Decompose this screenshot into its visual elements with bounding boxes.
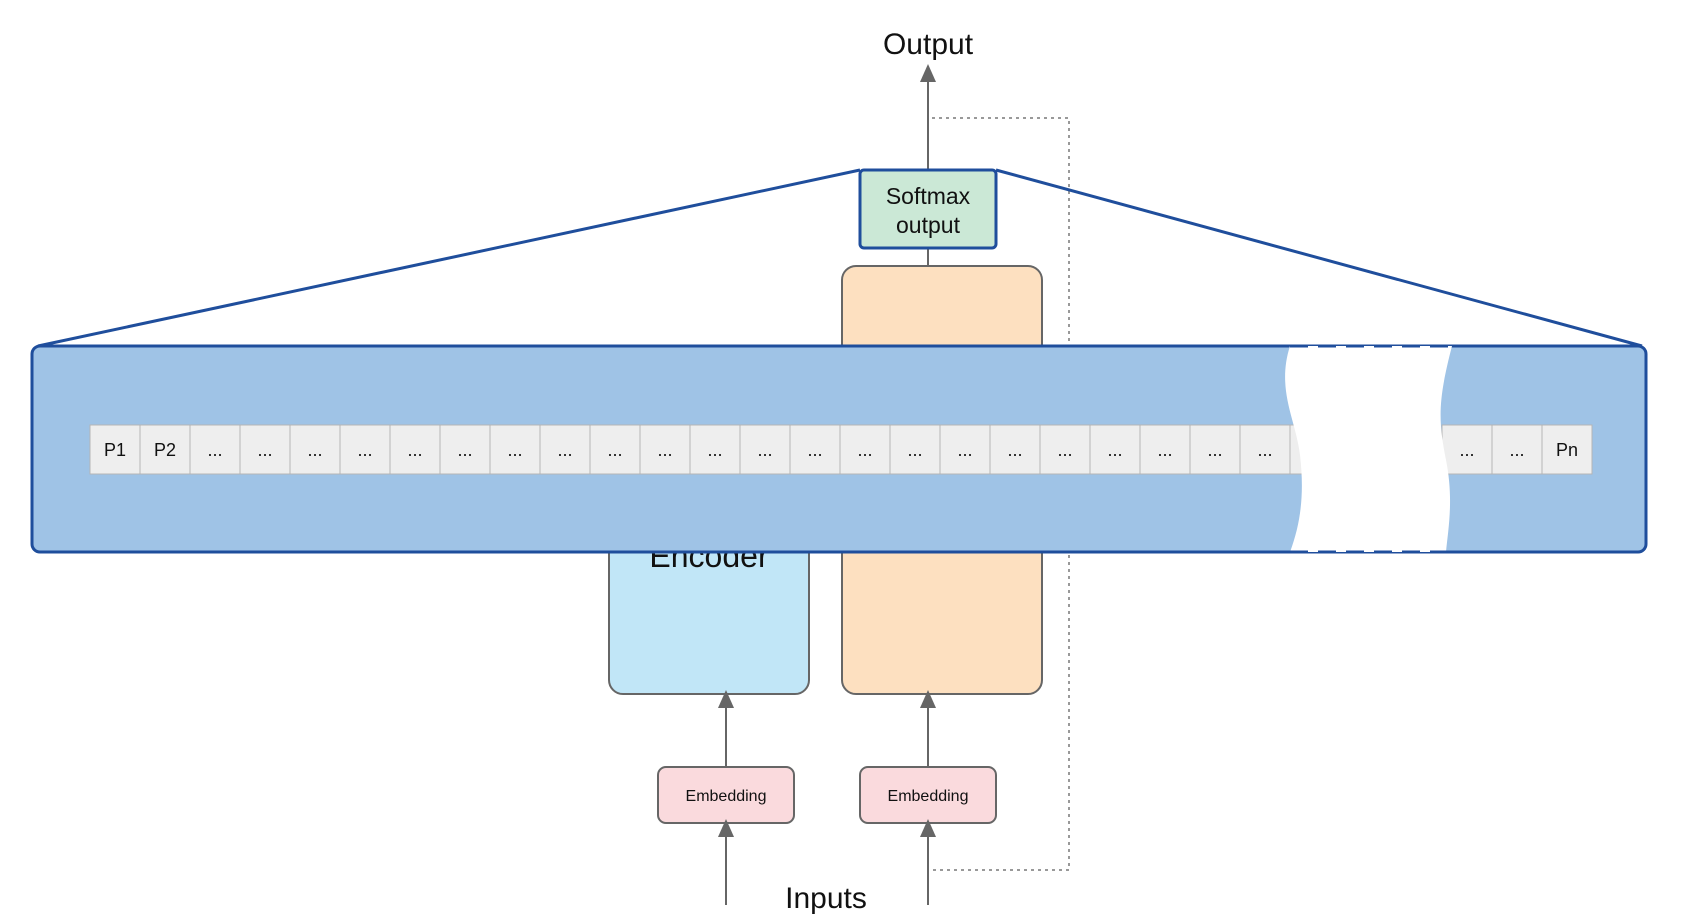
probability-cell [489,424,541,475]
probability-cell-label: ... [907,440,922,460]
softmax-output-box: Softmax output [858,168,998,250]
probability-cell [889,424,941,475]
probability-cell-label: ... [1157,440,1172,460]
probability-cell [1139,424,1191,475]
probability-cell [439,424,491,475]
probability-cell [1239,424,1291,475]
probability-cell [989,424,1041,475]
probability-cell-label: ... [657,440,672,460]
probability-cell [739,424,791,475]
probability-cell-label: P2 [154,440,176,460]
probability-cell-label: ... [1107,440,1122,460]
probability-cell [1541,424,1593,475]
probability-cells: P1 P2....................................… [89,424,1593,475]
softmax-label-line1: Softmax [886,183,971,209]
probability-cell-label: ... [207,440,222,460]
probability-cell-label: ... [1257,440,1272,460]
probability-cell [89,424,141,475]
probability-cell [389,424,441,475]
embedding-left-label: Embedding [686,788,767,805]
probability-cell-label: ... [707,440,722,460]
probability-cell-label: ... [407,440,422,460]
probability-cell-label: ... [957,440,972,460]
probability-cell-label: Pn [1556,440,1578,460]
probability-cell-label: ... [857,440,872,460]
probability-cell [139,424,191,475]
probability-cell-label: ... [607,440,622,460]
embedding-right: Embedding [859,766,997,824]
probability-cell-label: ... [1459,440,1474,460]
probability-cell [289,424,341,475]
softmax-label-line2: output [896,212,961,238]
zoom-line-right [995,168,1643,348]
probability-cell-label: ... [1007,440,1022,460]
probability-cell-label: ... [807,440,822,460]
zoom-line-left [37,168,861,348]
embedding-right-label: Embedding [888,788,969,805]
probability-cell-label: ... [1057,440,1072,460]
probability-cell-label: ... [457,440,472,460]
band-break-gap [1285,346,1452,552]
probability-cell-label: ... [357,440,372,460]
probability-cell-label: ... [507,440,522,460]
probability-cell [1491,424,1543,475]
probability-cell [689,424,741,475]
inputs-label: Inputs [785,882,867,915]
output-label: Output [883,28,974,61]
embedding-left: Embedding [657,766,795,824]
probability-cell [1441,424,1493,475]
encoder-label: Encoder [649,538,769,574]
probability-cell-label: ... [757,440,772,460]
probability-cell-label: ... [307,440,322,460]
probability-cell [589,424,641,475]
probability-cell [339,424,391,475]
probability-cell-label: ... [1207,440,1222,460]
probability-cell [189,424,241,475]
probability-cell-label: P1 [104,440,126,460]
probability-cell-label: ... [1509,440,1524,460]
probability-cell-label: ... [257,440,272,460]
probability-cell-label: ... [557,440,572,460]
